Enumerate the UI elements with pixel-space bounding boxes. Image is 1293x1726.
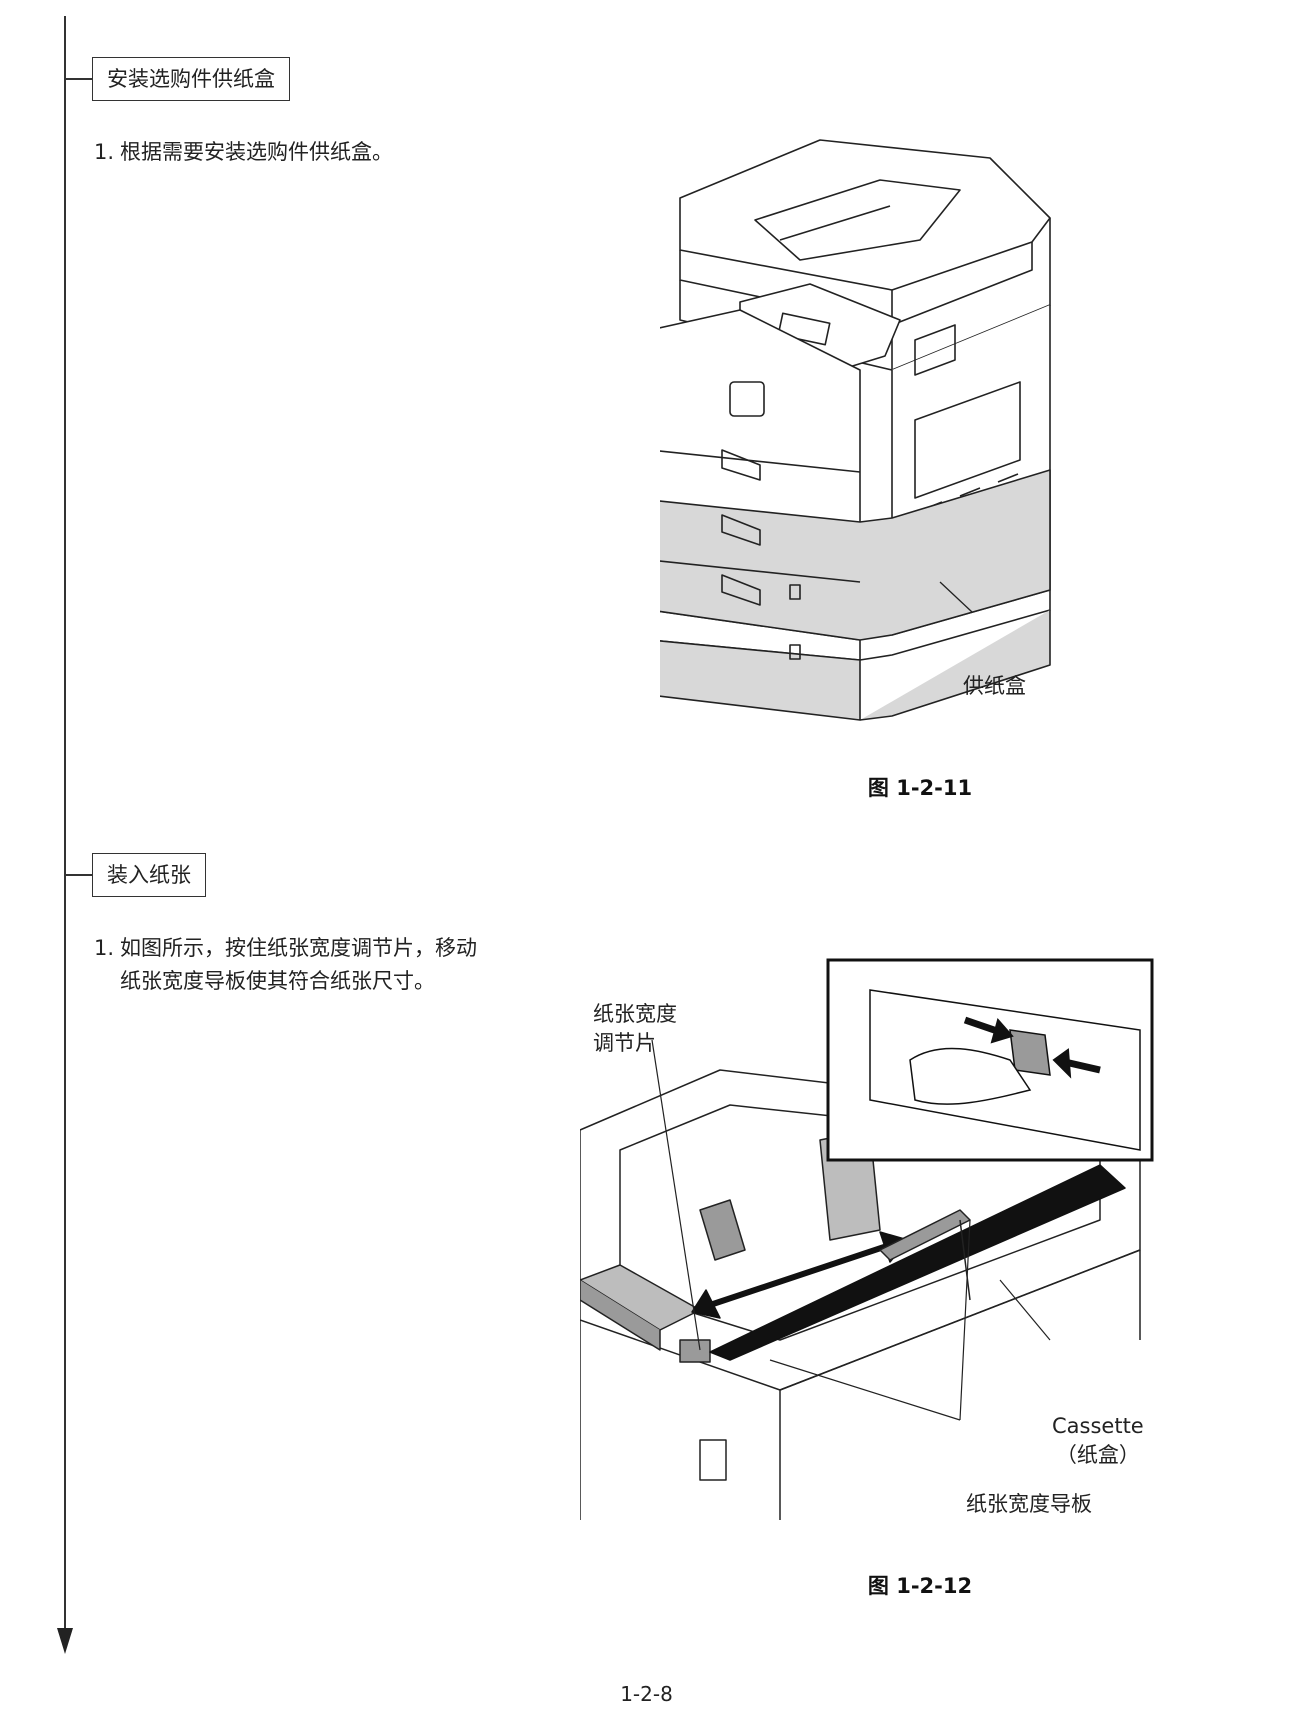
figure-caption-1-2-12: 图 1-2-12: [867, 1574, 973, 1598]
step-text: 根据需要安装选购件供纸盒。: [120, 140, 393, 164]
callout-cassette-unit: 供纸盒: [963, 674, 1026, 698]
step-text-line-1: 如图所示，按住纸张宽度调节片，移动: [120, 936, 477, 960]
callout-line: （纸盒）: [1055, 1443, 1140, 1467]
step-number: 1.: [94, 936, 115, 960]
callout-line: 调节片: [593, 1031, 656, 1055]
cassette-paper-guide-illustration: [580, 958, 1154, 1520]
heading-connector: [64, 78, 92, 80]
section-heading-load-paper: 装入纸张: [92, 853, 206, 897]
flow-line: [64, 16, 66, 1628]
printer-with-cassette-illustration: [660, 139, 1051, 721]
figure-caption-1-2-11: 图 1-2-11: [867, 776, 973, 800]
step-1-install-cassette: 1.根据需要安装选购件供纸盒。: [94, 136, 554, 169]
callout-line: Cassette: [1052, 1414, 1144, 1438]
callout-cassette: Cassette （纸盒）: [1052, 1412, 1144, 1470]
page-number: 1-2-8: [620, 1682, 673, 1706]
callout-line: 纸张宽度: [593, 1002, 677, 1026]
section-heading-install-cassette: 安装选购件供纸盒: [92, 57, 290, 101]
step-number: 1.: [94, 140, 115, 164]
heading-connector: [64, 874, 92, 876]
callout-width-adjust-tab: 纸张宽度 调节片: [593, 1000, 677, 1058]
callout-width-guide: 纸张宽度导板: [966, 1492, 1092, 1516]
step-text-line-2: 纸张宽度导板使其符合纸张尺寸。: [120, 969, 435, 993]
flow-arrow-down-icon: [57, 1628, 73, 1654]
step-1-load-paper: 1.如图所示，按住纸张宽度调节片，移动 纸张宽度导板使其符合纸张尺寸。: [94, 932, 554, 998]
